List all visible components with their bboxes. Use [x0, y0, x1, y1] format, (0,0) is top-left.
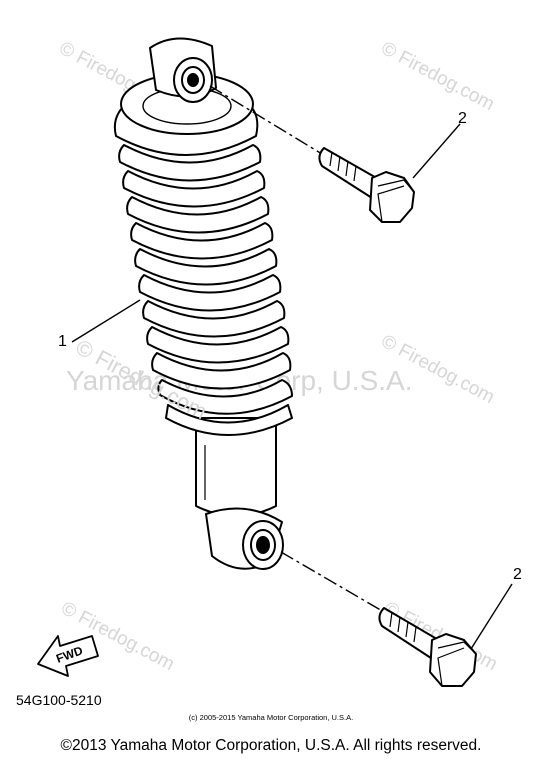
callout-shock-absorber: 1	[58, 333, 67, 350]
small-copyright: (c) 2005-2015 Yamaha Motor Corporation, …	[189, 713, 353, 722]
leader-lines	[71, 85, 513, 661]
part-code: 54G100-5210	[16, 692, 102, 708]
callout-bolt-lower: 2	[513, 566, 522, 583]
copyright-footer: ©2013 Yamaha Motor Corporation, U.S.A. A…	[60, 737, 482, 754]
fwd-arrow-icon: FWD	[37, 635, 99, 677]
callout-bolt-upper: 2	[458, 110, 467, 127]
bolt-lower	[378, 607, 477, 687]
bolt-upper	[318, 147, 415, 223]
watermark-firedog-2: © Firedog.com	[378, 38, 498, 115]
spring	[113, 73, 293, 436]
shock-absorber	[113, 37, 293, 570]
